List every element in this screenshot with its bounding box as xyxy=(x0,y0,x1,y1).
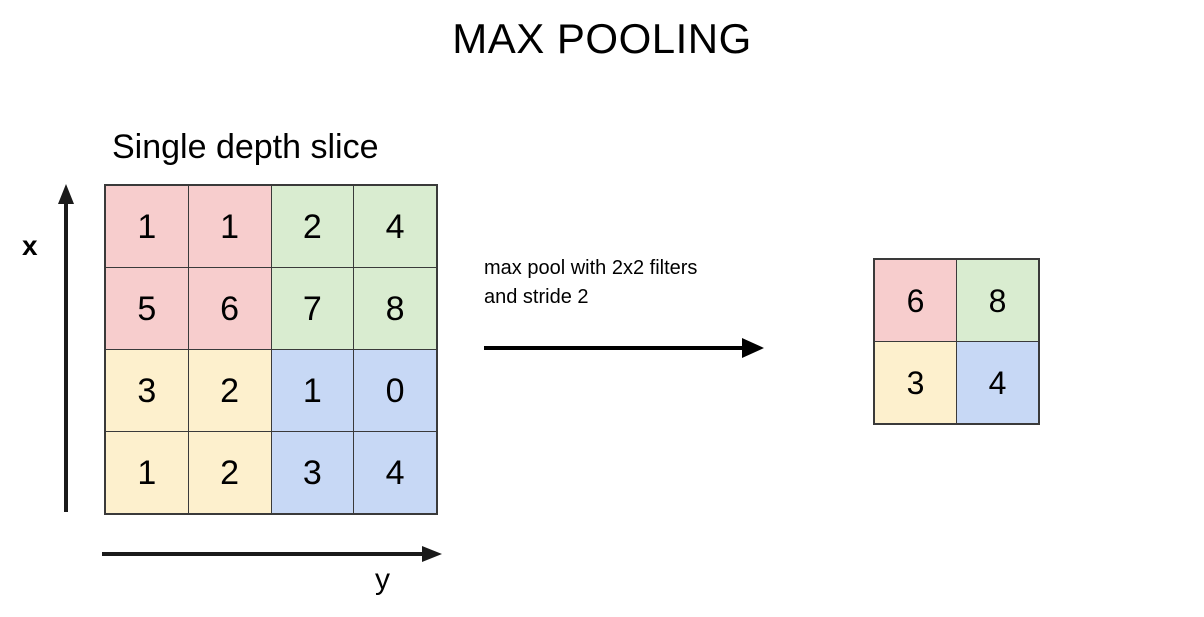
input-grid-cell: 8 xyxy=(354,268,436,349)
input-grid-cell: 1 xyxy=(106,432,188,513)
output-grid-cell: 3 xyxy=(875,342,956,423)
input-grid-cell: 4 xyxy=(354,432,436,513)
input-grid-cell: 2 xyxy=(188,350,271,431)
input-grid-cell: 7 xyxy=(271,268,354,349)
y-axis-arrow-icon xyxy=(102,546,442,562)
input-grid-cell: 1 xyxy=(188,186,271,267)
operation-caption-line-1: max pool with 2x2 filters xyxy=(484,257,698,279)
input-grid-cell: 0 xyxy=(354,350,436,431)
input-grid-cell: 3 xyxy=(271,432,354,513)
operation-caption: max pool with 2x2 filters and stride 2 xyxy=(484,254,834,312)
input-grid-cell: 2 xyxy=(188,432,271,513)
input-grid-cell: 2 xyxy=(271,186,354,267)
input-grid-cell: 3 xyxy=(106,350,188,431)
y-axis-label: y xyxy=(375,563,390,596)
input-grid-cell: 1 xyxy=(106,186,188,267)
input-grid-cell: 5 xyxy=(106,268,188,349)
operation-caption-line-2: and stride 2 xyxy=(484,286,589,308)
x-axis-label: x xyxy=(22,230,38,261)
x-axis-arrow-icon xyxy=(58,184,74,512)
page-title: MAX POOLING xyxy=(452,15,752,62)
input-grid-caption: Single depth slice xyxy=(112,128,379,166)
input-grid-cell: 6 xyxy=(188,268,271,349)
output-grid-cell: 4 xyxy=(957,342,1038,423)
input-grid-cell: 4 xyxy=(354,186,436,267)
output-grid-cell: 8 xyxy=(957,260,1038,341)
transform-arrow-icon xyxy=(484,338,764,358)
output-grid-cell: 6 xyxy=(875,260,956,341)
input-grid-cell: 1 xyxy=(271,350,354,431)
